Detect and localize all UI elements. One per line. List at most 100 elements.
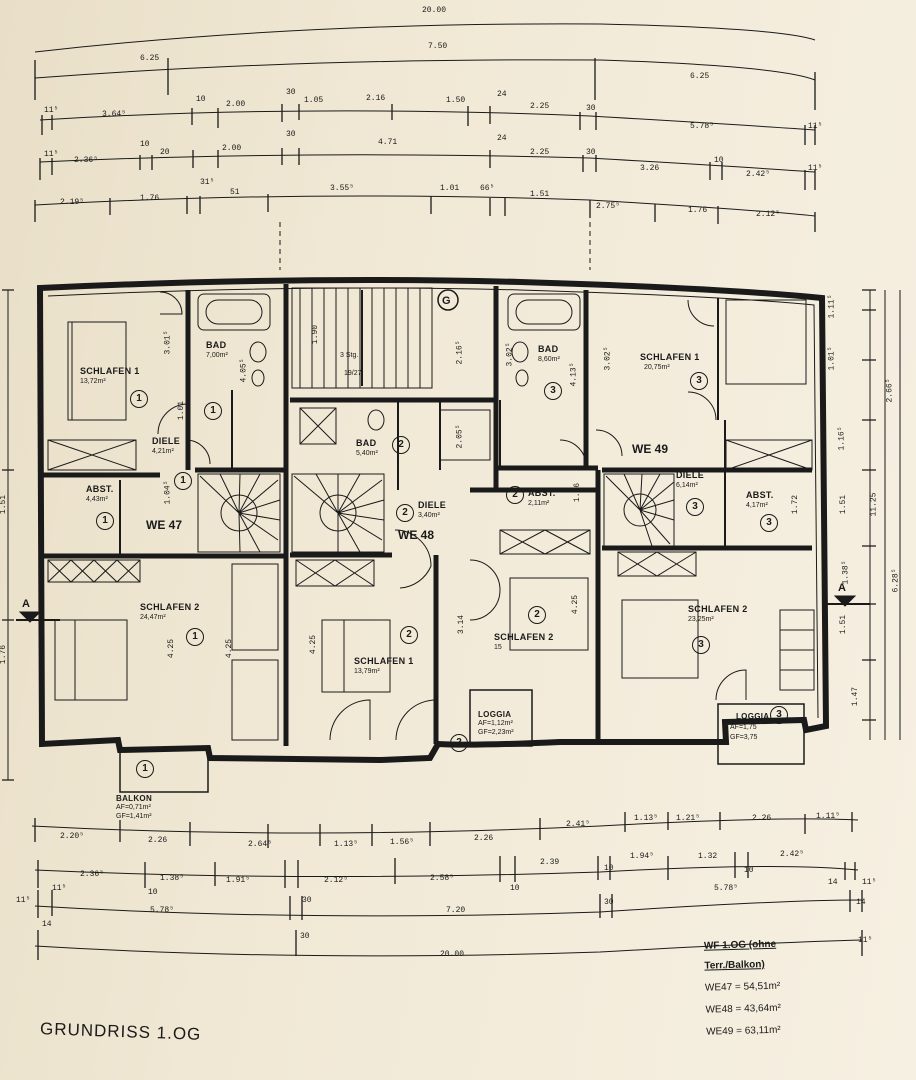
room-name: SCHLAFEN 2: [688, 604, 748, 614]
dim-label: 1.94⁵: [630, 852, 655, 861]
summary-heading-2: Terr./Balkon): [704, 959, 765, 972]
unit-number-circle: 2: [528, 606, 546, 624]
dim-right: 1.16⁵: [837, 426, 847, 451]
room-area: 3,40m²: [418, 512, 440, 519]
dim-label: 30: [300, 932, 310, 941]
unit-number-circle: 2: [450, 734, 468, 752]
room-name: DIELE: [676, 470, 705, 480]
room-area: 13,79m²: [354, 668, 380, 675]
unit-number-circle: 3: [770, 706, 788, 724]
room-dim: 1.04⁵: [163, 480, 173, 505]
room-area: 23,25m²: [688, 616, 714, 623]
room-name: SCHLAFEN 1: [640, 352, 700, 362]
dim-label: 1.50: [446, 96, 466, 105]
bed-we47-s2: [54, 619, 128, 701]
dim-label: 2.19⁵: [60, 198, 85, 207]
room-area: 5,40m²: [356, 450, 378, 457]
room-name: ABST.: [746, 490, 774, 500]
dim-label: 1.32: [698, 852, 718, 861]
summary-heading: WF 1.OG (ohne: [703, 938, 777, 952]
dim-line-bottom-4: [34, 939, 863, 957]
dim-line-top-total: [34, 23, 816, 53]
dim-label: 30: [586, 104, 596, 113]
dim-label: 2.16: [366, 94, 386, 103]
room-dim: 3.02⁵: [603, 346, 613, 371]
dim-right: 1.47: [851, 686, 861, 707]
room-name: LOGGIA: [736, 712, 770, 721]
dim-label: 2.00: [222, 144, 242, 153]
dim-label: 3.64⁵: [102, 110, 127, 119]
dim-label: 7.50: [428, 42, 448, 51]
stair-marker-g: G: [442, 295, 451, 307]
dim-label: 1.51: [530, 190, 550, 199]
dim-line-top-1: [34, 59, 816, 81]
dim-label: 1.76: [688, 206, 708, 215]
dim-label: 2.36⁵: [74, 156, 99, 165]
unit-number-circle: 3: [692, 636, 710, 654]
room-dim: 4.05⁵: [239, 358, 249, 383]
dim-label: 6.25: [140, 54, 160, 63]
dim-label: 5.78⁵: [690, 122, 715, 131]
room-area: 20,75m²: [644, 364, 670, 371]
unit-number-circle: 2: [396, 504, 414, 522]
loggia-we49: [717, 703, 805, 765]
dim-total-bottom: 20.00: [440, 950, 465, 959]
unit-number-circle: 3: [690, 372, 708, 390]
dim-label: 1.21⁵: [676, 814, 701, 823]
dim-right: 1.38⁵: [841, 560, 851, 585]
dim-label: 3.55⁵: [330, 184, 355, 193]
dim-line-bottom-3: [34, 899, 863, 917]
dim-label: 2.75⁵: [596, 202, 621, 211]
dim-label: 10: [714, 156, 724, 165]
bathtub-we49: [507, 293, 581, 331]
dim-label: 2.12⁵: [756, 210, 781, 219]
room-name: LOGGIA: [478, 710, 512, 719]
room-dim: 2.16⁵: [455, 340, 465, 365]
dim-label: 7.20: [446, 906, 466, 915]
room-dim: 4.25: [167, 638, 177, 659]
room-name: BALKON: [116, 794, 153, 803]
dim-label: 30: [604, 898, 614, 907]
room-area: 4,43m²: [86, 496, 108, 503]
unit-number-circle: 1: [186, 628, 204, 646]
room-dim: 1.01: [177, 400, 187, 421]
unit-number-circle: 1: [96, 512, 114, 530]
room-area: 15: [494, 644, 502, 651]
bed-we48-s2: [509, 577, 589, 651]
dim-label: 11⁵: [862, 878, 877, 887]
dim-line-top-4: [34, 195, 816, 217]
dim-line-bottom-2: [34, 865, 859, 878]
dim-label: 10: [510, 884, 520, 893]
dim-right-total: 11.25: [869, 492, 879, 517]
room-area: GF=1,41m²: [116, 813, 152, 820]
room-area: 7,00m²: [206, 352, 228, 359]
dim-label: 24: [497, 90, 507, 99]
unit-number-circle: 2: [400, 626, 418, 644]
summary-row: WE48 = 43,64m²: [705, 1000, 833, 1017]
spiral-stair-we49: [603, 473, 675, 547]
dim-label: 2.42⁵: [746, 170, 771, 179]
stair-ratio-label: 19/27: [344, 370, 362, 377]
staircase: [291, 287, 459, 389]
summary-unit: WE47: [704, 981, 733, 994]
dim-label: 5.78⁵: [150, 906, 175, 915]
bed-we49-s1: [725, 299, 807, 385]
dim-label: 2.00: [226, 100, 246, 109]
dim-label: 2.12⁵: [324, 876, 349, 885]
unit-number-circle: 1: [136, 760, 154, 778]
dim-label: 51: [230, 188, 240, 197]
dim-label: 1.76: [140, 194, 160, 203]
dim-label: 30: [286, 130, 296, 139]
dim-right: 1.51: [839, 614, 849, 635]
room-dim: 4.25: [571, 594, 581, 615]
dim-label: 2.26: [752, 814, 772, 823]
room-area: GF=2,23m²: [478, 729, 514, 736]
dim-label: 30: [302, 896, 312, 905]
dim-label: 14: [828, 878, 838, 887]
dim-label: 66⁵: [480, 184, 495, 193]
room-area: 8,60m²: [538, 356, 560, 363]
dim-label: 1.01: [440, 184, 460, 193]
dim-label: 20: [160, 148, 170, 157]
loggia-we48: [469, 689, 533, 747]
dim-right: 1.11⁵: [827, 294, 837, 319]
